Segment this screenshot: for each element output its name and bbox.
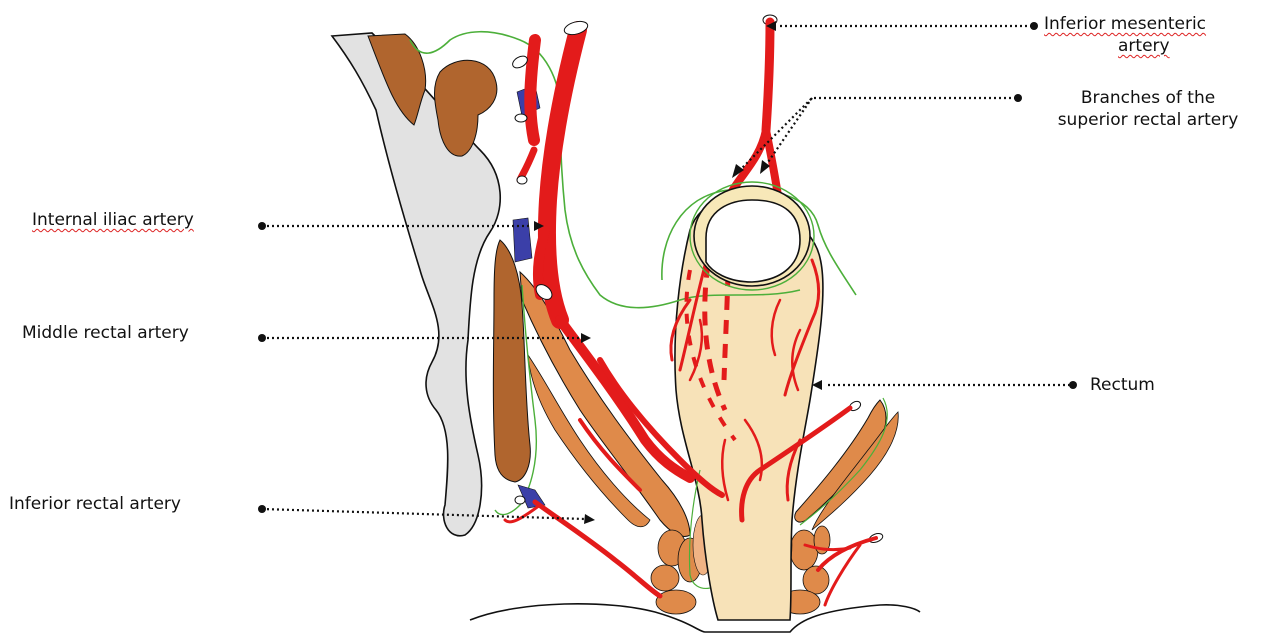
label-inferior-rectal-text: Inferior rectal artery: [9, 494, 181, 514]
label-internal-iliac-artery: Internal iliac artery: [32, 209, 194, 231]
leader-inferior-rectal: [262, 509, 585, 519]
label-inferior-mesenteric-artery: Inferior mesenteric artery: [1044, 13, 1262, 57]
label-internal-iliac-text: Internal iliac artery: [32, 210, 194, 230]
label-inferior-rectal-artery: Inferior rectal artery: [9, 493, 181, 515]
label-superior-rectal-line1: Branches of the: [1081, 88, 1215, 108]
levator-ani-right-2: [812, 412, 898, 530]
label-inferior-mesenteric-line1: Inferior mesenteric: [1044, 14, 1206, 34]
label-rectum-text: Rectum: [1090, 375, 1155, 395]
label-inferior-mesenteric-line2: artery: [1118, 35, 1170, 57]
perineal-skin: [470, 604, 920, 632]
leader-superior-rectal: [738, 98, 1016, 172]
rectal-lumen: [690, 182, 814, 290]
label-middle-rectal-text: Middle rectal artery: [22, 323, 189, 343]
upper-round-muscle: [435, 60, 497, 156]
label-superior-rectal-branches: Branches of the superior rectal artery: [1036, 87, 1260, 131]
label-superior-rectal-line2: superior rectal artery: [1058, 110, 1239, 130]
label-middle-rectal-artery: Middle rectal artery: [22, 322, 189, 344]
label-rectum: Rectum: [1090, 374, 1155, 396]
